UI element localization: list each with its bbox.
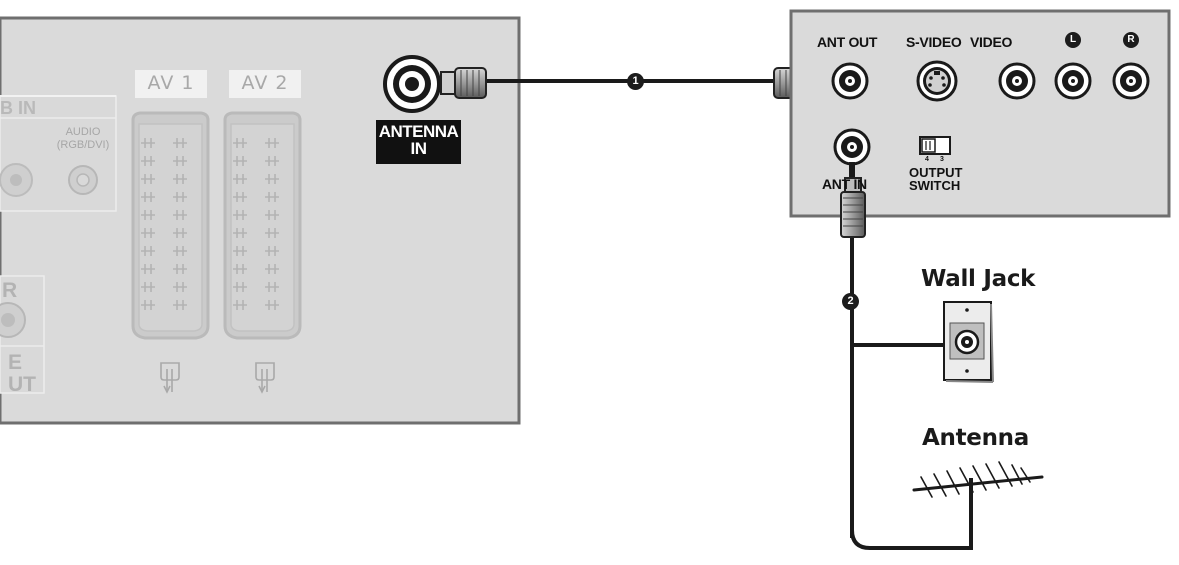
av2-scart-icon	[223, 111, 302, 340]
ant-in-label: ANT IN	[822, 176, 867, 192]
coax-plug-icon	[440, 67, 487, 99]
scart-pin	[265, 300, 279, 310]
rgb-in-label: B IN	[0, 98, 36, 118]
scart-pin	[233, 228, 247, 238]
svideo-label: S-VIDEO	[906, 34, 962, 50]
scart-pin	[233, 192, 247, 202]
antenna-label: Antenna	[922, 425, 1029, 451]
audio-left-label: L	[1065, 32, 1081, 48]
scart-pin	[173, 228, 187, 238]
svideo-port-icon	[916, 60, 958, 102]
scart-pin	[265, 174, 279, 184]
scart-pin	[173, 210, 187, 220]
scart-pin	[265, 264, 279, 274]
scart-pin	[265, 138, 279, 148]
scart-pin	[265, 210, 279, 220]
switch-num-right: 3	[940, 156, 944, 163]
scart-pin	[141, 282, 155, 292]
side-label-bottom: E UT	[8, 351, 36, 396]
audio-rgb-dvi-port-icon	[68, 165, 98, 195]
av1-scart-symbol-icon	[160, 362, 180, 394]
scart-pin	[265, 192, 279, 202]
scart-pin	[233, 282, 247, 292]
audio-left-port-icon	[1054, 62, 1092, 100]
video-label: VIDEO	[970, 34, 1013, 50]
cable-2	[840, 162, 973, 550]
av2-scart-symbol-icon	[255, 362, 275, 394]
scart-pin	[173, 138, 187, 148]
video-port-icon	[998, 62, 1036, 100]
av2-label: AV 2	[229, 70, 301, 98]
side-label-top: R	[2, 279, 18, 302]
scart-pin	[233, 300, 247, 310]
switch-num-left: 4	[925, 156, 929, 163]
scart-pin	[141, 246, 155, 256]
side-output-section	[0, 275, 45, 394]
audio-right-port-icon	[1112, 62, 1150, 100]
scart-pin	[141, 300, 155, 310]
wall-jack-label: Wall Jack	[921, 266, 1036, 292]
scart-pin	[141, 228, 155, 238]
wall-jack-icon	[943, 301, 994, 383]
scart-pin	[233, 138, 247, 148]
scart-pins	[141, 138, 279, 310]
audio-rgb-dvi-label: AUDIO (RGB/DVI)	[56, 126, 110, 151]
scart-pin	[141, 138, 155, 148]
scart-pin	[265, 156, 279, 166]
scart-pin	[173, 300, 187, 310]
scart-pin	[265, 282, 279, 292]
antenna-icon	[912, 461, 1044, 498]
output-switch-label: OUTPUT SWITCH	[909, 165, 963, 193]
scart-pin	[265, 246, 279, 256]
scart-pin	[233, 246, 247, 256]
step-2-badge: 2	[842, 293, 859, 310]
scart-pin	[233, 264, 247, 274]
scart-pin	[173, 192, 187, 202]
audio-right-label: R	[1123, 32, 1139, 48]
scart-pin	[233, 210, 247, 220]
scart-pin	[173, 156, 187, 166]
rgb-in-section	[0, 95, 117, 212]
av1-label: AV 1	[135, 70, 207, 98]
ant-out-label: ANT OUT	[817, 34, 878, 50]
scart-pin	[173, 174, 187, 184]
scart-pin	[233, 174, 247, 184]
scart-pin	[141, 210, 155, 220]
scart-pin	[173, 264, 187, 274]
scart-pin	[265, 228, 279, 238]
scart-pin	[173, 282, 187, 292]
scart-pin	[141, 264, 155, 274]
scart-pin	[233, 156, 247, 166]
step-1-badge: 1	[627, 73, 644, 90]
antenna-in-label: ANTENNA IN	[376, 120, 461, 164]
av1-scart-icon	[131, 111, 210, 340]
ant-out-port-icon	[831, 62, 869, 100]
scart-pin	[141, 192, 155, 202]
scart-pin	[141, 174, 155, 184]
coax-plug-icon	[840, 162, 866, 238]
scart-pin	[141, 156, 155, 166]
tv-antenna-in-port-icon	[383, 55, 441, 113]
ant-in-port-icon	[833, 128, 871, 166]
scart-pin	[173, 246, 187, 256]
slide-switch-icon	[919, 136, 951, 155]
